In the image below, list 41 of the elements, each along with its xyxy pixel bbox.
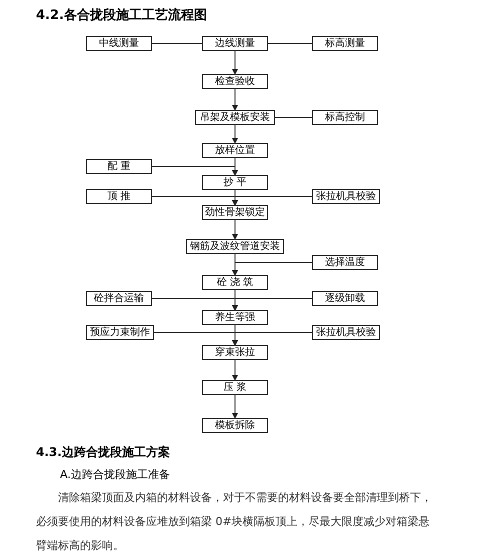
process-box: 养生等强 (202, 310, 268, 325)
process-box: 抄 平 (202, 175, 268, 190)
arrow (232, 298, 312, 311)
arrow (232, 332, 312, 346)
connector-line (152, 43, 202, 44)
process-box: 砼 浇 筑 (202, 275, 268, 290)
process-box: 砼拌合运输 (86, 291, 152, 306)
process-box: 钢筋及波纹管道安装 (186, 239, 284, 254)
process-box: 劲性骨架锁定 (202, 205, 268, 220)
process-box: 吊架及模板安装 (195, 110, 275, 125)
process-box: 边线测量 (202, 36, 268, 51)
process-box: 检查验收 (202, 74, 268, 89)
process-box: 张拉机具校验 (312, 189, 380, 204)
process-box: 配 重 (86, 159, 152, 174)
arrow (232, 360, 238, 381)
arrow (232, 124, 238, 144)
connector-line (274, 117, 312, 118)
arrow (232, 196, 312, 206)
subheading: A.边跨合拢段施工准备 (60, 467, 170, 483)
process-box: 压 浆 (202, 380, 268, 395)
process-box: 模板拆除 (202, 418, 268, 433)
arrow (232, 50, 238, 75)
process-box: 标高控制 (312, 110, 378, 125)
title: 4.2.各合拢段施工工艺流程图 (36, 6, 207, 25)
process-box: 标高测量 (312, 36, 378, 51)
process-box: 预应力束制作 (86, 325, 154, 340)
process-box: 张拉机具校验 (312, 325, 380, 340)
arrow (232, 262, 312, 276)
connector-line (268, 43, 312, 44)
arrow (232, 394, 238, 419)
process-box: 选择温度 (312, 255, 378, 270)
process-box: 中线测量 (86, 36, 152, 51)
process-box: 顶 推 (86, 189, 152, 204)
process-box: 放样位置 (202, 143, 268, 158)
arrow (232, 220, 238, 240)
paragraph: 清除箱梁顶面及内箱的材料设备，对于不需要的材料设备要全部清理到桥下，必须要使用的材料设备应堆放到箱梁 0#块横隔板顶上，尽最大限度减少对箱梁悬臂端标高的影响。 (36, 490, 433, 554)
process-box: 逐级卸载 (312, 291, 378, 306)
arrow (232, 88, 238, 111)
process-box: 穿束张拉 (202, 345, 268, 360)
arrow (152, 166, 238, 176)
section-heading: 4.3.边跨合拢段施工方案 (36, 444, 170, 461)
